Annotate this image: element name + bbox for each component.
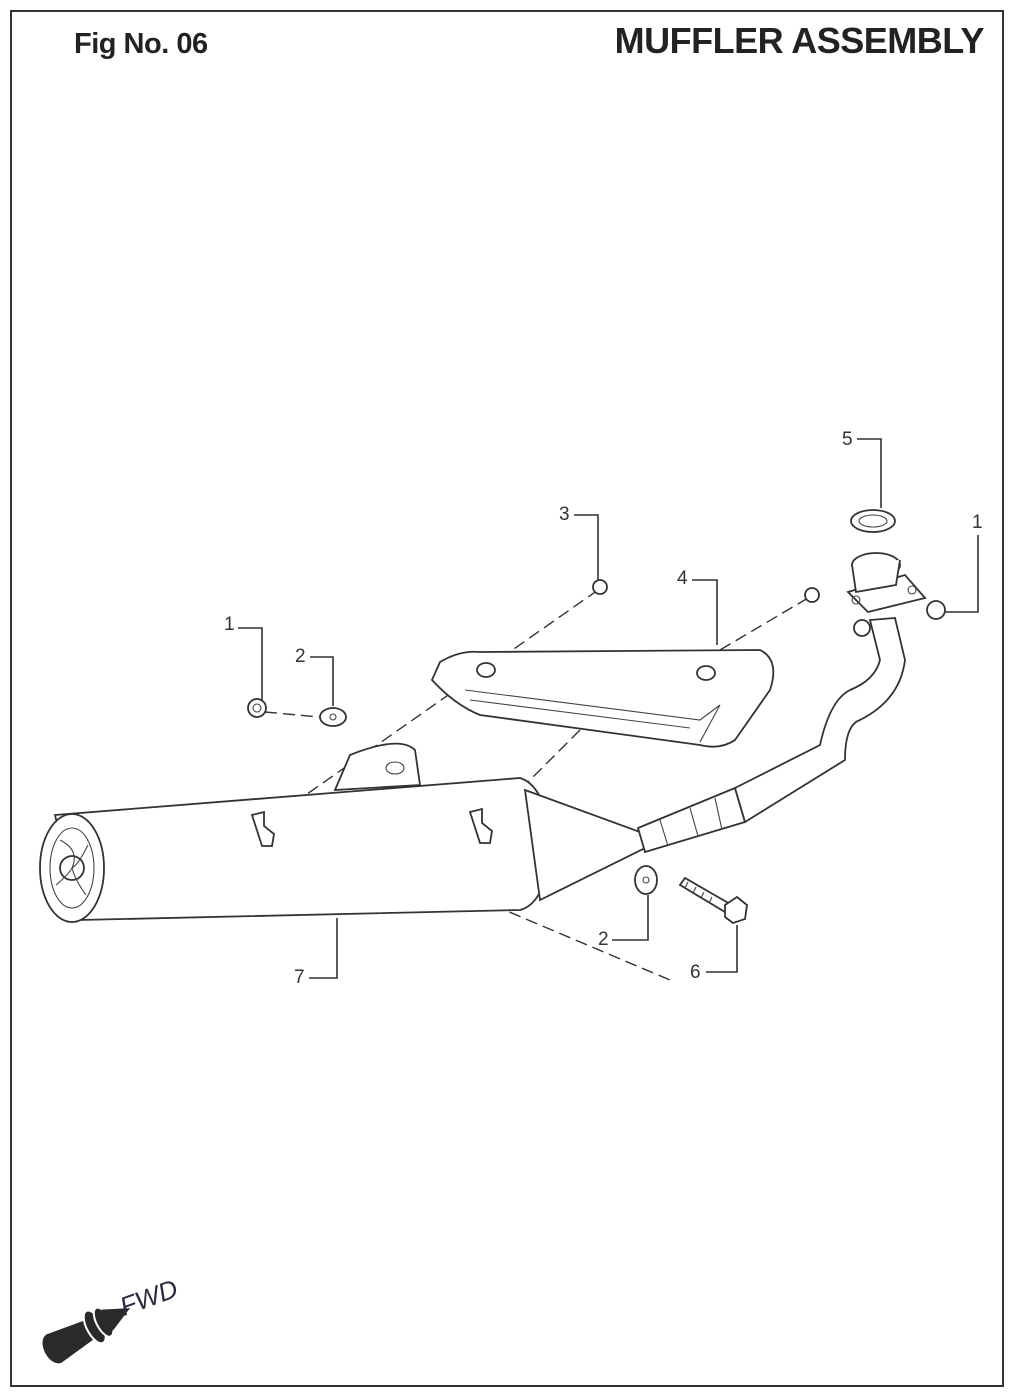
callout-2-bottom: 2 <box>598 929 609 950</box>
callout-1-left: 1 <box>224 614 235 635</box>
heat-shield <box>430 649 775 748</box>
page-frame <box>10 10 1004 1387</box>
figure-number: Fig No. 06 <box>74 28 208 60</box>
callout-2-top: 2 <box>295 646 306 667</box>
callout-7: 7 <box>294 967 305 988</box>
page-title: MUFFLER ASSEMBLY <box>614 20 985 61</box>
callout-3: 3 <box>559 504 570 525</box>
small-parts <box>247 509 946 925</box>
forward-arrow-icon <box>42 1306 131 1364</box>
callout-leaders <box>238 438 979 979</box>
callout-4: 4 <box>677 568 688 589</box>
callout-6: 6 <box>690 962 701 983</box>
exhaust-pipe <box>523 552 927 902</box>
fwd-label: FWD <box>116 1273 182 1321</box>
muffler-body <box>39 742 551 923</box>
callout-1-right: 1 <box>972 512 983 533</box>
callout-5: 5 <box>842 429 853 450</box>
